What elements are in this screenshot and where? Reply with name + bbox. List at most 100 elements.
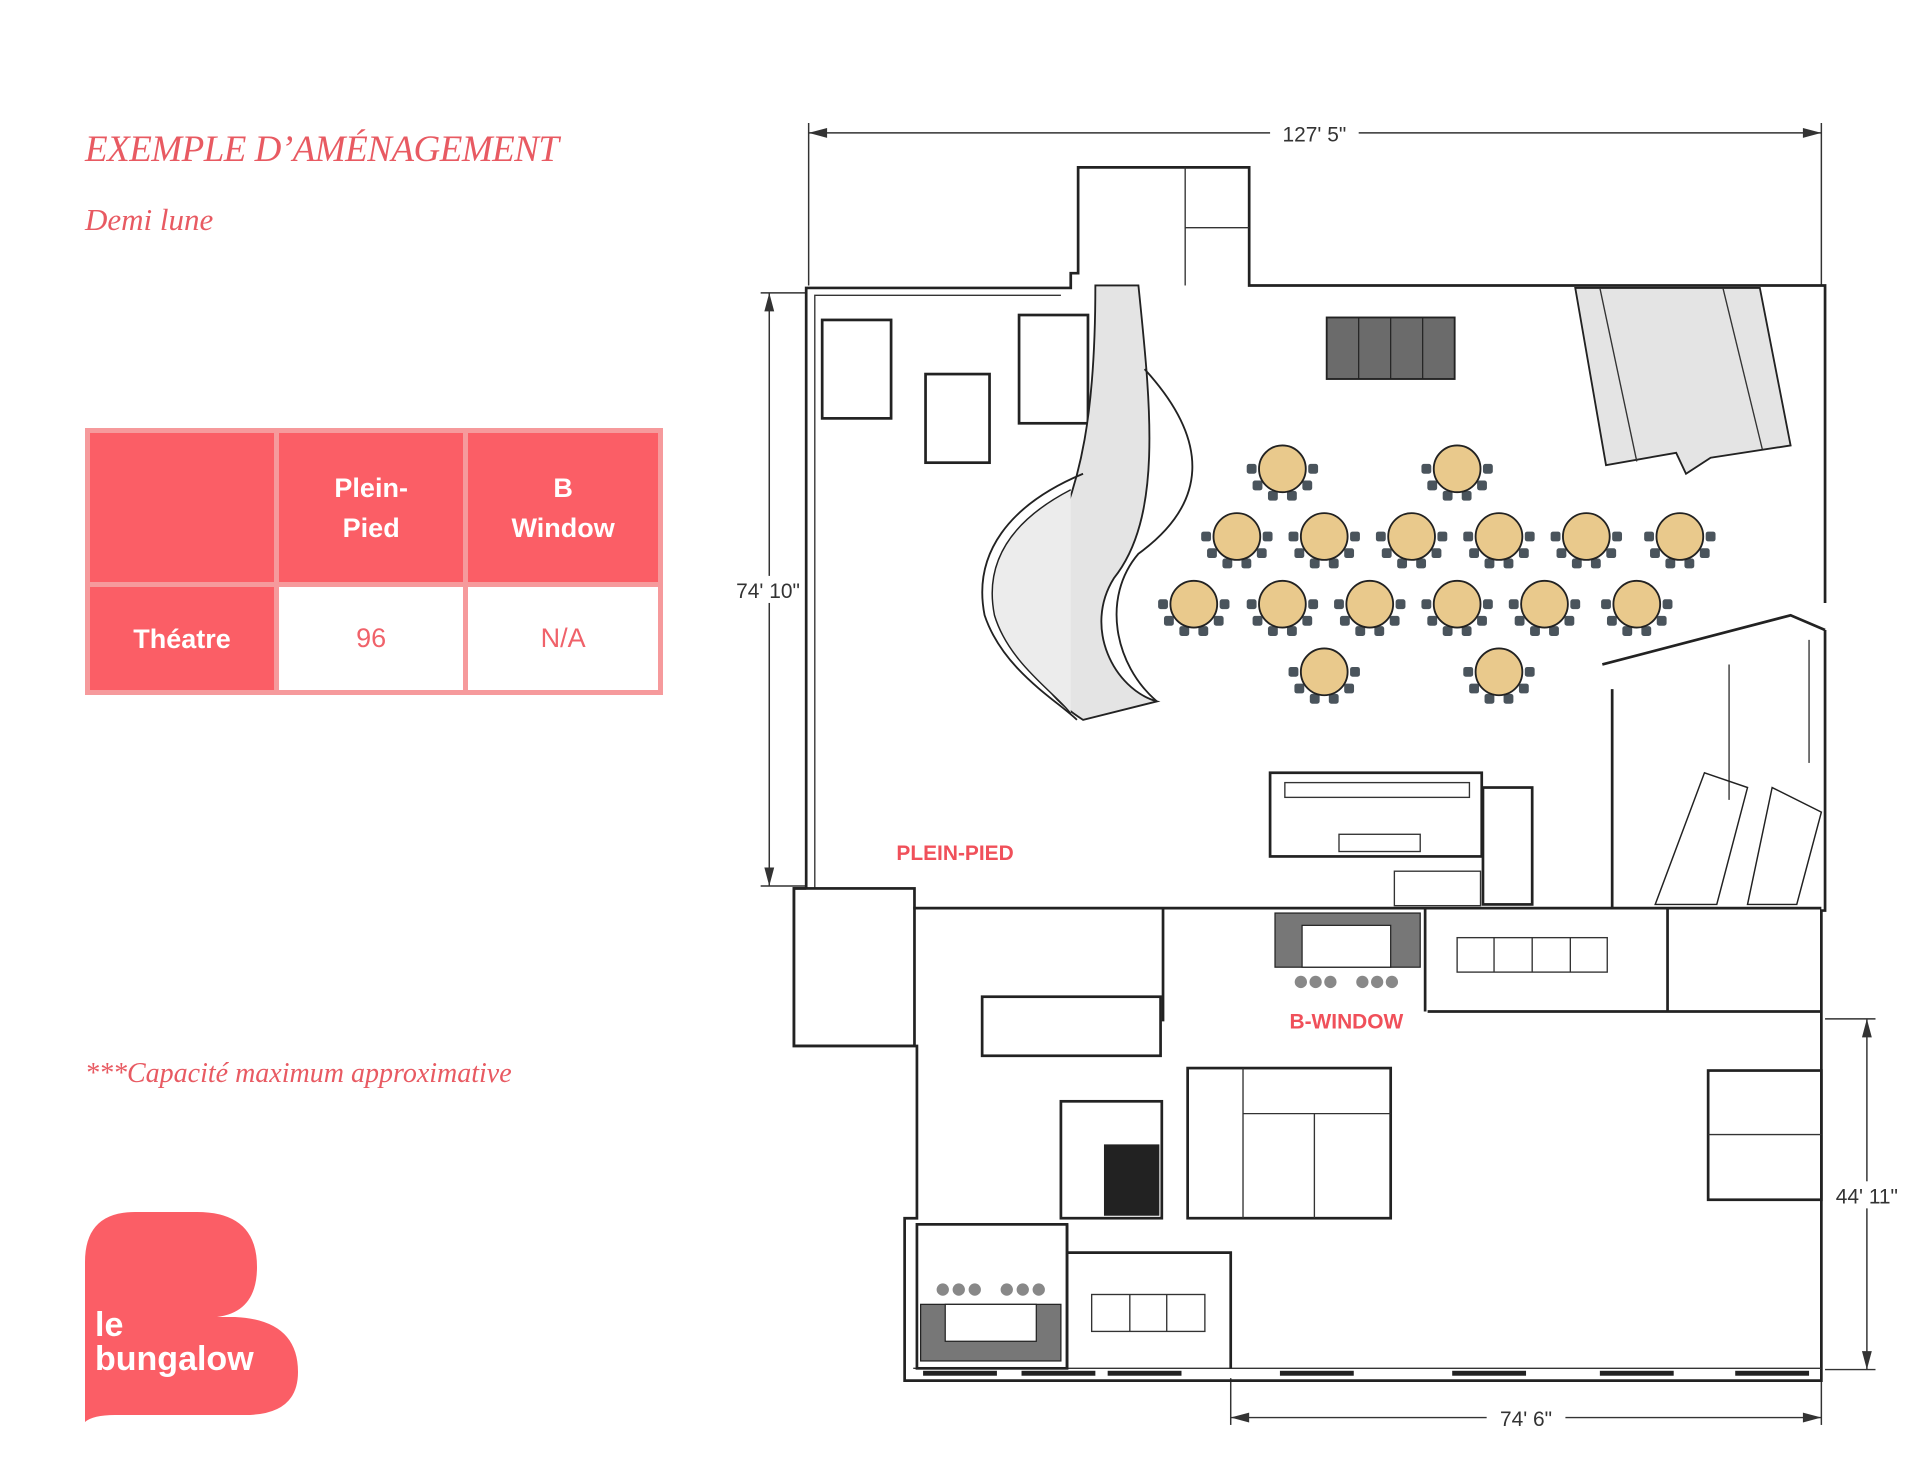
chair: [1641, 626, 1652, 637]
chair: [1606, 548, 1617, 559]
chair: [1241, 558, 1252, 569]
chair: [1427, 480, 1438, 491]
chair: [1179, 626, 1190, 637]
chair: [1622, 626, 1633, 637]
column-header-plein-pied: Plein-Pied: [279, 433, 464, 583]
table-top: [1169, 579, 1219, 629]
chair: [1606, 615, 1617, 626]
table-row: Théatre 96 N/A: [90, 587, 658, 690]
chair: [1389, 615, 1400, 626]
chair: [1644, 531, 1655, 542]
dimension-left-label: 74' 10": [736, 580, 800, 603]
chair: [1350, 531, 1360, 542]
chair: [1158, 599, 1168, 610]
chair: [1524, 666, 1535, 677]
table-corner-cell: [90, 433, 275, 583]
dimension-top: 127' 5": [807, 120, 1823, 286]
chair: [1294, 683, 1305, 694]
round-table: [1246, 579, 1319, 637]
chair: [1650, 548, 1660, 559]
chair: [1656, 615, 1667, 626]
table-top: [1258, 579, 1307, 629]
chair: [1427, 615, 1438, 626]
chair: [1421, 463, 1432, 474]
chair: [1571, 558, 1582, 569]
row-header-theatre: Théatre: [90, 587, 275, 690]
chair: [1207, 548, 1217, 559]
chair: [1344, 683, 1355, 694]
service-rooms: [792, 313, 1823, 1370]
chair: [1556, 548, 1567, 559]
round-table: [1508, 579, 1581, 637]
chair: [1514, 615, 1525, 626]
chair: [1612, 531, 1623, 542]
round-table: [1158, 579, 1230, 637]
chair: [1503, 558, 1514, 569]
chair: [1550, 531, 1561, 542]
chair: [1213, 615, 1224, 626]
chair: [1484, 693, 1495, 704]
dimension-left: 74' 10": [728, 292, 808, 887]
chair: [1302, 480, 1313, 491]
round-table: [1463, 512, 1535, 569]
logo-text-bungalow: bungalow: [95, 1340, 254, 1378]
chair: [1375, 531, 1386, 542]
chair: [1416, 558, 1427, 569]
chair: [1564, 615, 1575, 626]
chair: [1503, 693, 1514, 704]
cell-plein-pied-value: 96: [279, 587, 464, 690]
chair: [1530, 626, 1540, 637]
layout-subtitle: Demi lune: [85, 202, 214, 237]
round-table: [1288, 647, 1360, 704]
chair: [1461, 626, 1472, 637]
table-top: [1345, 579, 1395, 629]
chair: [1570, 599, 1581, 610]
chair: [1442, 626, 1453, 637]
table-top: [1387, 512, 1436, 561]
chair: [1477, 615, 1487, 626]
round-table: [1246, 444, 1319, 501]
chair: [1705, 531, 1716, 542]
chair: [1442, 490, 1453, 501]
round-table: [1550, 512, 1623, 569]
round-table: [1375, 512, 1448, 569]
chair: [1508, 599, 1519, 610]
table-top: [1299, 512, 1349, 561]
round-table: [1421, 579, 1493, 637]
chair: [1461, 490, 1472, 501]
round-table: [1601, 579, 1673, 637]
logo-text-le: le: [95, 1306, 124, 1344]
windows: [923, 1370, 1810, 1376]
round-table: [1421, 444, 1493, 501]
dimension-bottom: 74' 6": [1229, 1378, 1823, 1431]
chair: [1286, 490, 1297, 501]
chair: [1334, 599, 1344, 610]
table-top: [1520, 579, 1569, 629]
dimension-bottom-label: 74' 6": [1500, 1408, 1552, 1431]
chair: [1198, 626, 1209, 637]
chair: [1601, 599, 1611, 610]
table-top: [1212, 512, 1262, 561]
chair: [1469, 683, 1479, 694]
chair: [1524, 531, 1535, 542]
dimension-top-label: 127' 5": [1283, 124, 1347, 147]
page-title: EXEMPLE D’AMÉNAGEMENT: [85, 129, 559, 170]
seating-steps-area: [1574, 287, 1792, 476]
chair: [1294, 548, 1305, 559]
logo-shape-icon: [85, 1212, 298, 1422]
table-top: [1432, 444, 1482, 494]
cell-b-window-value: N/A: [468, 587, 658, 690]
kitchen-bar: [1268, 771, 1534, 907]
chair: [1222, 558, 1233, 569]
chair: [1267, 490, 1278, 501]
chair: [1267, 626, 1278, 637]
chair: [1381, 548, 1392, 559]
round-table: [1334, 579, 1406, 637]
chair: [1246, 599, 1257, 610]
chair: [1684, 558, 1695, 569]
chair: [1262, 531, 1273, 542]
